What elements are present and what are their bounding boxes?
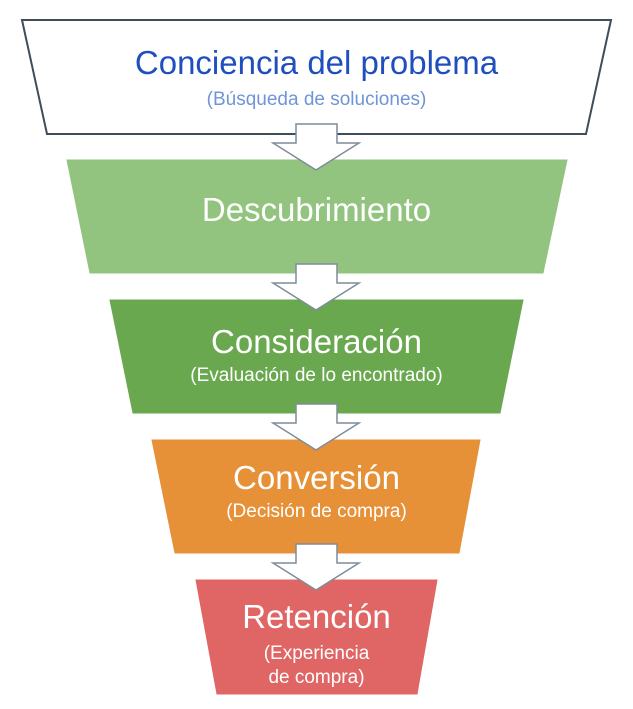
stage-retencion-shape [195,579,438,695]
stage-conciencia-subtitle: (Búsqueda de soluciones) [206,89,427,110]
stage-conciencia-shape [20,19,613,135]
down-arrow-icon [270,543,362,591]
stage-conciencia-title: Conciencia del problema [134,44,499,81]
down-arrow-icon [270,263,362,311]
stage-consideracion-shape [109,299,524,414]
down-arrow-icon [270,403,362,451]
stage-consideracion-title: Consideración [211,323,422,360]
stage-retencion-subtitle-line-2: de compra) [268,667,365,688]
stage-consideracion-subtitle: (Evaluación de lo encontrado) [190,365,443,386]
stage-conversion-title: Conversión [233,459,400,496]
stage-retencion-title: Retención [242,598,391,635]
stage-conversion-subtitle: (Decisión de compra) [226,501,407,522]
stage-retencion-subtitle-line-1: (Experiencia [263,643,370,664]
stage-conversion-shape [151,439,481,554]
stage-descubrimiento-title: Descubrimiento [201,191,432,228]
down-arrow-icon [270,123,362,171]
stage-descubrimiento-shape [66,159,568,274]
